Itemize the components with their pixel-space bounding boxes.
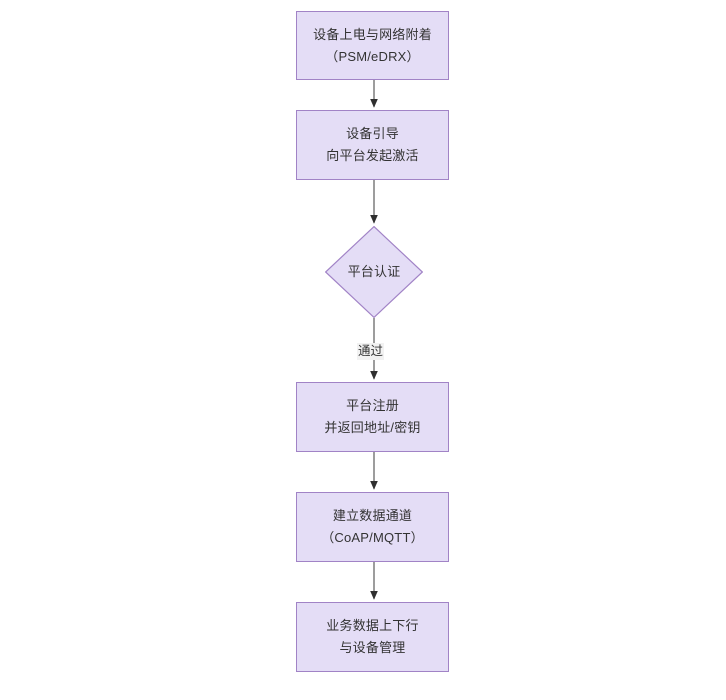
node-establish-data-channel[interactable]: 建立数据通道 （CoAP/MQTT）: [296, 492, 449, 562]
node-label: 业务数据上下行 与设备管理: [326, 618, 419, 655]
node-label: 设备上电与网络附着 （PSM/eDRX）: [313, 26, 432, 64]
node-label: 设备引导 向平台发起激活: [326, 126, 419, 163]
node-platform-authentication[interactable]: 平台认证: [325, 226, 423, 318]
node-label: 平台注册 并返回地址/密钥: [324, 398, 421, 435]
node-label: 平台认证: [347, 264, 401, 279]
node-label: 建立数据通道 （CoAP/MQTT）: [321, 508, 424, 545]
node-power-on-network-attach[interactable]: 设备上电与网络附着 （PSM/eDRX）: [296, 11, 449, 80]
node-service-data-and-device-management[interactable]: 业务数据上下行 与设备管理: [296, 602, 449, 672]
diamond-shape: [325, 226, 423, 318]
edge-label-pass: 通过: [357, 343, 385, 360]
node-device-bootstrap[interactable]: 设备引导 向平台发起激活: [296, 110, 449, 180]
node-platform-registration[interactable]: 平台注册 并返回地址/密钥: [296, 382, 449, 452]
